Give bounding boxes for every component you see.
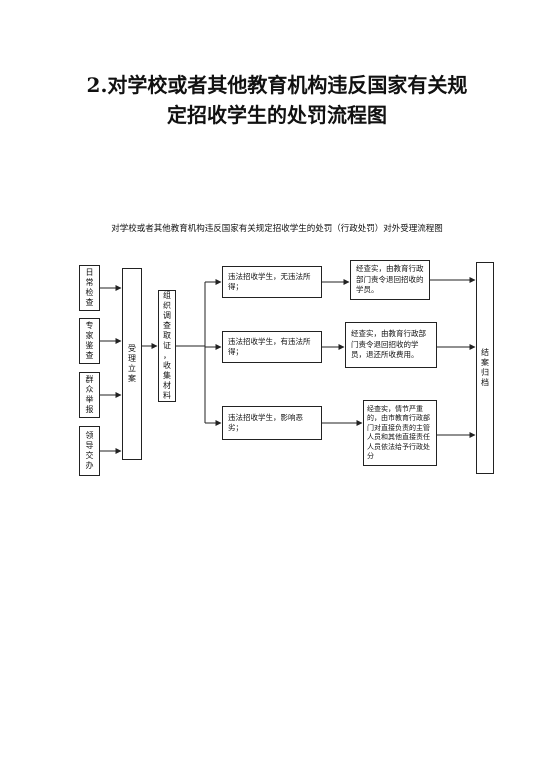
situation-text-no-illegal-income: 违法招收学生，无违法所得； [228, 271, 311, 292]
vertical-char: 导 [85, 441, 94, 450]
situation-text-illegal-income: 违法招收学生，有违法所得； [228, 336, 311, 357]
outcome-box-administrative-sanction: 经查实，情节严重的，由市教育行政部门对直接负责的主管人员和其他直接责任人员依法给… [363, 400, 437, 466]
vertical-char: 案 [481, 358, 489, 367]
vertical-char: 材 [163, 381, 171, 390]
vertical-char: 查 [85, 298, 94, 307]
vertical-char: 集 [163, 371, 171, 380]
document-title-line1: 2.对学校或者其他教育机构违反国家有关规 [86, 73, 468, 97]
vertical-char: 领 [85, 431, 94, 440]
investigate-box: 组织调查取证，收集材料 [158, 290, 176, 402]
vertical-char: 取 [163, 331, 171, 340]
document-title-line2: 定招收学生的处罚流程图 [167, 103, 387, 127]
vertical-char: 鉴 [85, 341, 94, 350]
vertical-char: 立 [128, 364, 136, 373]
outcome-box-return-fees: 经查实，由教育行政部门责令退回招收的学员，退还所收费用。 [345, 322, 437, 368]
outcome-text-return-fees: 经查实，由教育行政部门责令退回招收的学员，退还所收费用。 [351, 329, 426, 360]
situation-box-illegal-income: 违法招收学生，有违法所得； [222, 331, 322, 363]
vertical-char: 报 [85, 405, 94, 414]
vertical-char: 日 [85, 268, 94, 277]
vertical-char: 料 [163, 391, 171, 400]
vertical-char: 家 [85, 331, 94, 340]
vertical-char: 理 [128, 354, 136, 363]
vertical-char: 举 [85, 395, 94, 404]
vertical-char: 档 [481, 378, 489, 387]
vertical-char: 交 [85, 451, 94, 460]
outcome-text-return-students: 经查实，由教育行政部门责令退回招收的学员。 [356, 264, 424, 295]
vertical-char: 专 [85, 321, 94, 330]
diagram-title: 对学校或者其他教育机构违反国家有关规定招收学生的处罚（行政处罚）对外受理流程图 [111, 224, 443, 234]
vertical-char: 众 [85, 385, 94, 394]
vertical-char: 组 [163, 291, 171, 300]
vertical-char: 办 [85, 461, 94, 470]
vertical-char: 结 [481, 348, 489, 357]
vertical-char: 查 [85, 351, 94, 360]
vertical-char: 群 [85, 375, 94, 384]
vertical-char: 调 [163, 311, 171, 320]
document-title: 2.对学校或者其他教育机构违反国家有关规 定招收学生的处罚流程图 [0, 70, 554, 130]
vertical-char: 常 [85, 278, 94, 287]
close-case-box: 结案归档 [476, 262, 494, 474]
vertical-char: 检 [85, 288, 94, 297]
situation-box-no-illegal-income: 违法招收学生，无违法所得； [222, 266, 322, 298]
vertical-char: 受 [128, 344, 136, 353]
vertical-char: 归 [481, 368, 489, 377]
vertical-char: 查 [163, 321, 171, 330]
vertical-char: 织 [163, 301, 171, 310]
situation-box-bad-influence: 违法招收学生，影响恶劣； [222, 406, 322, 440]
vertical-char: 证 [163, 341, 171, 350]
vertical-char: 案 [128, 374, 136, 383]
vertical-char: 收 [163, 361, 171, 370]
source-box-daily-inspection: 日常检查 [79, 265, 100, 311]
source-box-leader-assignment: 领导交办 [79, 426, 100, 476]
vertical-char: ， [163, 351, 171, 360]
source-box-expert-review: 专家鉴查 [79, 318, 100, 364]
outcome-box-return-students: 经查实，由教育行政部门责令退回招收的学员。 [350, 260, 430, 300]
source-box-public-report: 群众举报 [79, 372, 100, 418]
situation-text-bad-influence: 违法招收学生，影响恶劣； [228, 412, 303, 433]
accept-case-box: 受理立案 [122, 268, 142, 460]
outcome-text-administrative-sanction: 经查实，情节严重的，由市教育行政部门对直接负责的主管人员和其他直接责任人员依法给… [367, 404, 430, 461]
